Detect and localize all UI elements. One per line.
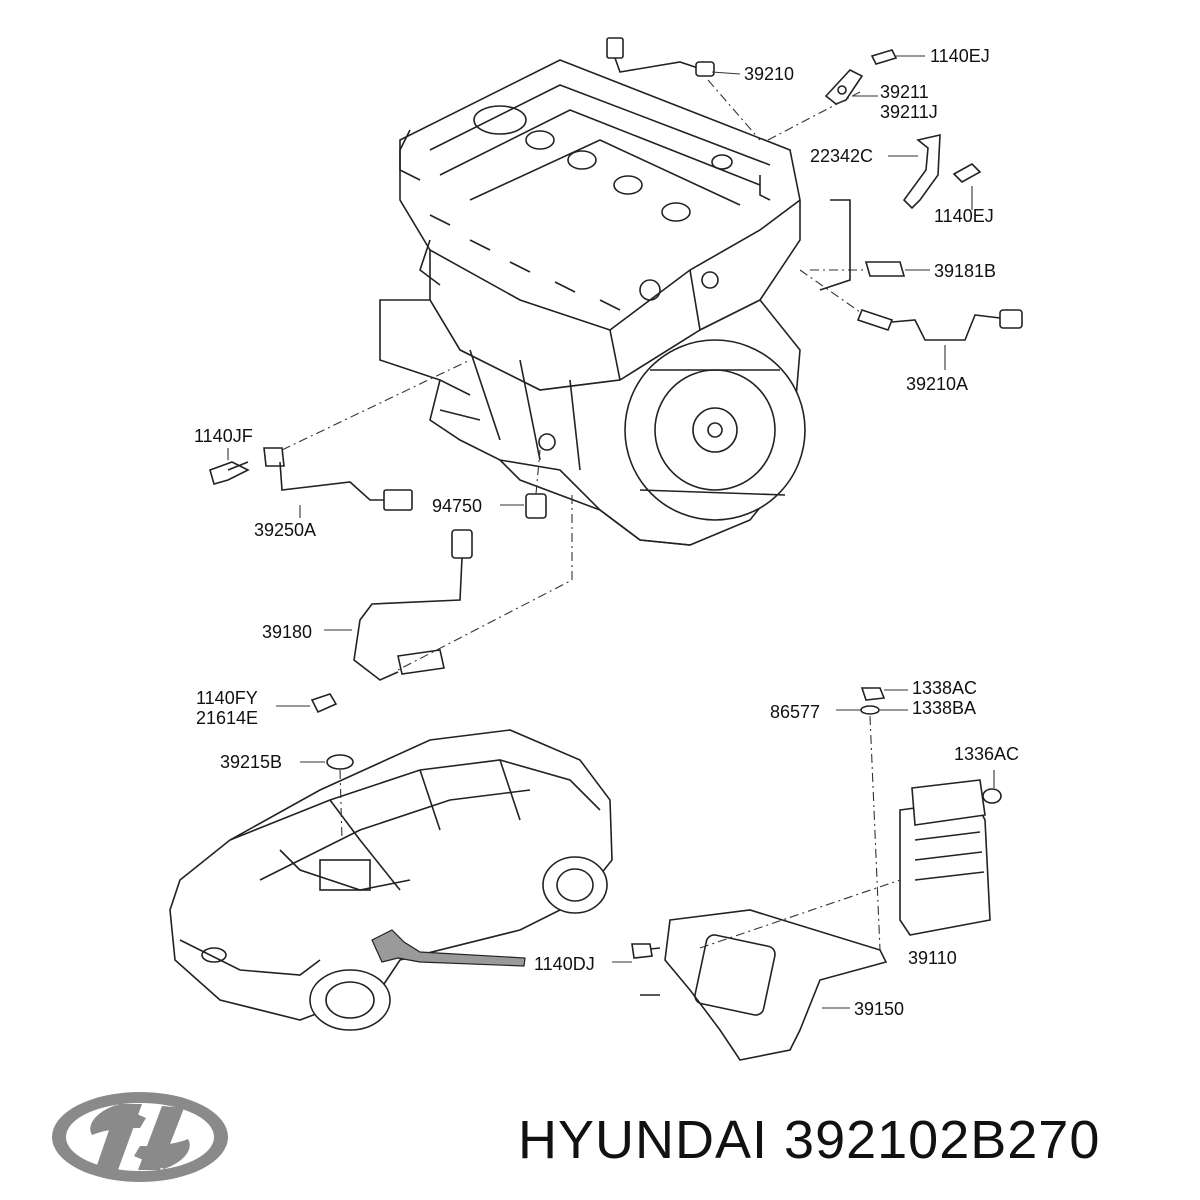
part-number: 392102B270 — [784, 1110, 1101, 1170]
engine-assembly-drawing — [379, 59, 806, 546]
callout-22342c: 22342C — [810, 146, 874, 166]
oxygen-sensor-upper-drawing — [606, 37, 761, 141]
callout-86577: 86577 — [770, 702, 821, 722]
ecu-assembly-drawing — [612, 687, 1002, 1061]
crankshaft-sensor-drawing — [324, 495, 573, 681]
bracket-22342c-drawing — [888, 133, 982, 210]
callout-39210: 39210 — [744, 64, 795, 84]
brand-name: HYUNDAI — [518, 1110, 769, 1170]
callout-1338ac: 1338AC — [912, 678, 978, 698]
callout-39181b: 39181B — [934, 261, 997, 281]
callout-1140fy: 1140FY — [196, 688, 258, 708]
brand-part-caption: HYUNDAI 392102B270 — [518, 1108, 1100, 1172]
callout-1338ba: 1338BA — [912, 698, 977, 718]
knock-sensor-drawing — [209, 359, 471, 518]
hyundai-logo-icon — [52, 1092, 228, 1182]
callout-39211: 39211 — [880, 82, 929, 102]
callout-39210a: 39210A — [906, 374, 969, 394]
callout-1336ac: 1336AC — [954, 744, 1020, 764]
bracket-39181b-drawing — [810, 199, 930, 291]
callout-1140jf: 1140JF — [194, 426, 253, 446]
callout-39215b: 39215B — [220, 752, 283, 772]
vehicle-drawing — [169, 729, 613, 1031]
bracket-39211-drawing — [767, 49, 925, 141]
callout-1140dj: 1140DJ — [534, 954, 595, 974]
callout-94750: 94750 — [432, 496, 483, 516]
callout-1140ej-top: 1140EJ — [930, 46, 990, 66]
callout-39150: 39150 — [854, 999, 905, 1019]
callout-39211j: 39211J — [880, 102, 938, 122]
oxygen-sensor-lower-drawing — [799, 269, 1023, 370]
callout-39180: 39180 — [262, 622, 313, 642]
oil-pressure-switch-drawing — [500, 449, 547, 519]
bolt-1140fy-drawing — [276, 693, 338, 714]
callout-39110: 39110 — [908, 948, 957, 968]
callout-1140ej-mid: 1140EJ — [934, 206, 994, 226]
callout-21614e: 21614E — [196, 708, 259, 728]
callout-39250a: 39250A — [254, 520, 317, 540]
